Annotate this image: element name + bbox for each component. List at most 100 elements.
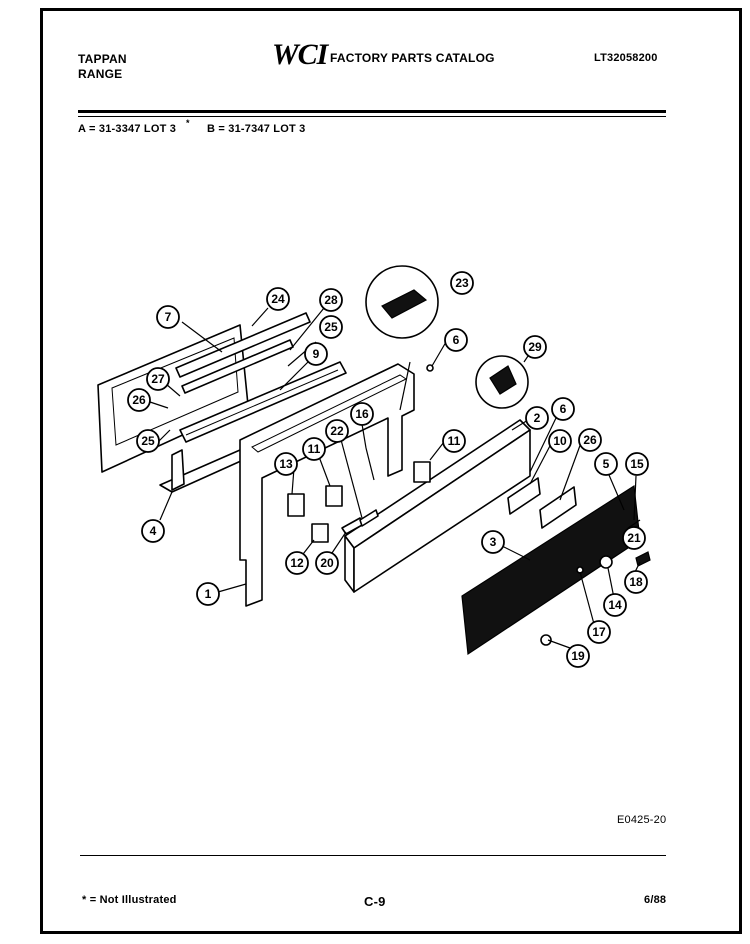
callout-18: 18 bbox=[624, 570, 648, 594]
part-18-clip bbox=[635, 551, 651, 567]
callout-25-left-label: 25 bbox=[141, 434, 155, 448]
callout-21-label: 21 bbox=[627, 531, 641, 545]
header-rule-thin bbox=[78, 116, 666, 117]
callout-16: 16 bbox=[350, 402, 374, 426]
part-11-switch-left bbox=[325, 485, 343, 507]
callout-9-label: 9 bbox=[313, 347, 320, 361]
model-a-label: A = 31-3347 LOT 3 bbox=[78, 123, 177, 135]
callout-5: 5 bbox=[594, 452, 618, 476]
page-number: C-9 bbox=[364, 894, 386, 909]
page-frame bbox=[40, 8, 742, 934]
callout-24: 24 bbox=[266, 287, 290, 311]
part-2-panel-front bbox=[353, 429, 531, 593]
part-7-inner-outline bbox=[111, 337, 239, 446]
header-rule-thick bbox=[78, 110, 666, 113]
callout-21: 21 bbox=[622, 526, 646, 550]
callout-15: 15 bbox=[625, 452, 649, 476]
callout-14: 14 bbox=[603, 593, 627, 617]
callout-12: 12 bbox=[285, 551, 309, 575]
callout-25-left: 25 bbox=[136, 429, 160, 453]
model-b-label: B = 31-7347 LOT 3 bbox=[207, 123, 306, 135]
callout-4-label: 4 bbox=[150, 524, 157, 538]
part-26-plate bbox=[539, 486, 577, 529]
callout-26-right-label: 26 bbox=[583, 433, 597, 447]
callout-5-label: 5 bbox=[603, 457, 610, 471]
callout-6-right-label: 6 bbox=[560, 402, 567, 416]
callout-11-left-label: 11 bbox=[308, 442, 321, 456]
part-24-trim-bar bbox=[175, 312, 311, 378]
part-16-pin bbox=[365, 447, 375, 481]
callout-12-label: 12 bbox=[290, 556, 304, 570]
callout-26-left: 26 bbox=[127, 388, 151, 412]
callout-13-label: 13 bbox=[279, 457, 293, 471]
callout-17-label: 17 bbox=[592, 625, 606, 639]
part-22-screw bbox=[359, 509, 379, 527]
callout-20-label: 20 bbox=[320, 556, 334, 570]
callout-11-left: 11 bbox=[302, 437, 326, 461]
part-11-switch-right bbox=[413, 461, 431, 483]
callout-2-label: 2 bbox=[534, 411, 541, 425]
callout-20: 20 bbox=[315, 551, 339, 575]
callout-11-right-label: 11 bbox=[448, 434, 461, 448]
callout-6-top: 6 bbox=[444, 328, 468, 352]
callout-22-label: 22 bbox=[330, 424, 344, 438]
part-12-switch bbox=[311, 523, 329, 543]
callout-6-top-label: 6 bbox=[453, 333, 460, 347]
callout-26-left-label: 26 bbox=[132, 393, 146, 407]
callout-19-label: 19 bbox=[571, 649, 585, 663]
part-29-clip bbox=[489, 365, 517, 395]
part-10-bracket bbox=[507, 477, 541, 515]
part-4-trough-side bbox=[171, 449, 185, 491]
callout-7-label: 7 bbox=[165, 310, 172, 324]
part-13-switch bbox=[287, 493, 305, 517]
callout-24-label: 24 bbox=[271, 292, 285, 306]
callout-4: 4 bbox=[141, 519, 165, 543]
callout-14-label: 14 bbox=[608, 598, 622, 612]
footer-date: 6/88 bbox=[644, 894, 667, 906]
wci-logo: WCI bbox=[272, 38, 328, 71]
figure-code: E0425-20 bbox=[617, 814, 667, 826]
callout-27: 27 bbox=[146, 367, 170, 391]
callout-22: 22 bbox=[325, 419, 349, 443]
callout-29-label: 29 bbox=[528, 340, 542, 354]
callout-10-label: 10 bbox=[553, 434, 567, 448]
callout-23-label: 23 bbox=[455, 276, 469, 290]
callout-11-right: 11 bbox=[442, 429, 466, 453]
callout-29: 29 bbox=[523, 335, 547, 359]
callout-2: 2 bbox=[525, 406, 549, 430]
callout-25-top: 25 bbox=[319, 315, 343, 339]
callout-27-label: 27 bbox=[151, 372, 165, 386]
callout-3: 3 bbox=[481, 530, 505, 554]
brand-name: TAPPAN bbox=[78, 52, 127, 66]
callout-18-label: 18 bbox=[629, 575, 643, 589]
part-6-screw-top bbox=[426, 364, 434, 372]
product-type: RANGE bbox=[78, 67, 123, 81]
callout-6-right: 6 bbox=[551, 397, 575, 421]
callout-13: 13 bbox=[274, 452, 298, 476]
callout-10: 10 bbox=[548, 429, 572, 453]
callout-16-label: 16 bbox=[355, 407, 369, 421]
callout-26-right: 26 bbox=[578, 428, 602, 452]
callout-25-top-label: 25 bbox=[324, 320, 338, 334]
model-a-mark: * bbox=[186, 118, 190, 128]
callout-23: 23 bbox=[450, 271, 474, 295]
footer-note: * = Not Illustrated bbox=[82, 894, 177, 906]
callout-7: 7 bbox=[156, 305, 180, 329]
callout-28: 28 bbox=[319, 288, 343, 312]
callout-19: 19 bbox=[566, 644, 590, 668]
leader-lines bbox=[149, 307, 641, 649]
catalog-number: LT32058200 bbox=[594, 52, 658, 64]
callout-1-label: 1 bbox=[205, 587, 212, 601]
callout-28-label: 28 bbox=[324, 293, 338, 307]
callout-9: 9 bbox=[304, 342, 328, 366]
callout-1: 1 bbox=[196, 582, 220, 606]
catalog-title: FACTORY PARTS CATALOG bbox=[330, 51, 495, 65]
part-23-bracket bbox=[381, 289, 428, 319]
callout-3-label: 3 bbox=[490, 535, 497, 549]
part-19-knob bbox=[540, 634, 552, 646]
callout-17: 17 bbox=[587, 620, 611, 644]
part-14-knob bbox=[599, 555, 613, 569]
callout-15-label: 15 bbox=[630, 457, 644, 471]
part-1-backguard-frame bbox=[239, 363, 415, 607]
